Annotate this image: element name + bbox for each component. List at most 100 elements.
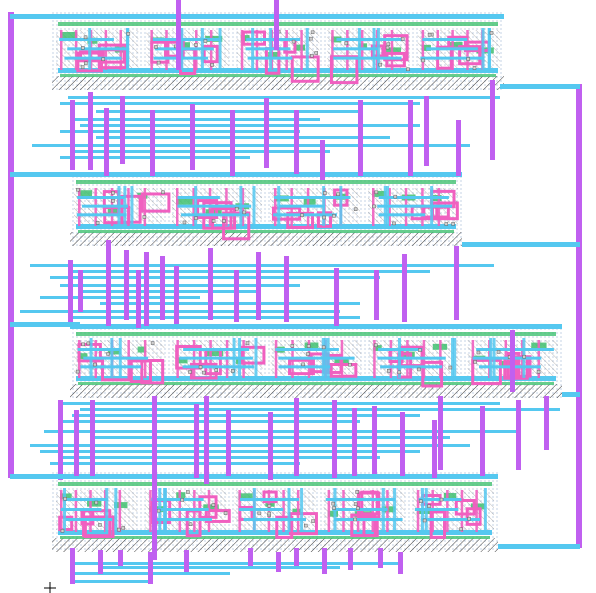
metal2-track	[274, 0, 279, 50]
contact	[467, 516, 471, 521]
metal2-routing	[58, 0, 549, 584]
diffusion-block	[443, 493, 457, 500]
metal1-stub	[424, 488, 428, 532]
metal1-track	[30, 444, 470, 447]
right-rail-tap	[498, 544, 580, 549]
contact	[332, 506, 336, 510]
contact	[353, 517, 357, 522]
poly-gate	[143, 188, 147, 226]
metal1-track	[60, 420, 360, 423]
metal2-track	[74, 410, 79, 476]
metal1-stub	[269, 28, 273, 70]
contact	[418, 348, 422, 352]
left-rail-tap	[10, 474, 70, 479]
metal1-stub	[125, 28, 129, 70]
poly-shape	[383, 34, 409, 62]
poly-gate	[240, 30, 244, 70]
poly-gate	[176, 340, 179, 378]
diffusion-block	[60, 32, 78, 39]
metal1-track	[40, 296, 200, 299]
contact	[223, 511, 228, 515]
metal2-track	[184, 550, 189, 572]
metal1-track	[96, 136, 390, 139]
substrate-hatch	[70, 232, 462, 246]
contact	[203, 39, 208, 43]
contact	[466, 57, 470, 61]
metal1-segment	[152, 518, 212, 521]
metal2-track	[150, 110, 155, 176]
metal2-track	[78, 270, 83, 312]
substrate-hatch	[70, 384, 562, 398]
metal1-track	[60, 402, 500, 405]
right-rail-tap	[500, 84, 580, 89]
contact	[182, 220, 187, 225]
diffusion-strip	[60, 74, 496, 77]
contact	[194, 216, 198, 220]
metal2-track	[402, 254, 407, 322]
metal1-track	[50, 276, 380, 279]
metal1-stub	[277, 186, 281, 226]
left-rail-tap	[10, 14, 70, 19]
poly-shape	[83, 515, 115, 539]
metal2-track	[374, 270, 379, 320]
metal2-track	[70, 548, 75, 584]
poly-gate	[127, 188, 130, 226]
metal1-segment	[76, 213, 127, 217]
standard-cell	[270, 338, 362, 378]
diffusion-block	[78, 353, 88, 360]
metal1-segment	[59, 38, 114, 41]
metal2-track	[268, 412, 273, 480]
metal1-track	[70, 580, 150, 583]
poly-shape	[454, 499, 476, 516]
metal1-track	[100, 302, 360, 305]
contact	[331, 501, 335, 506]
contact	[314, 51, 318, 55]
metal1-track	[50, 462, 300, 465]
power-rails	[8, 12, 582, 549]
metal1-segment	[275, 348, 339, 351]
metal1-stub	[483, 488, 487, 532]
metal1-track	[80, 408, 560, 411]
metal2-track	[352, 408, 357, 476]
metal2-track	[516, 400, 521, 470]
metal2-track	[454, 246, 459, 320]
contact	[321, 345, 326, 350]
metal1-segment	[67, 47, 129, 51]
contact	[84, 61, 88, 66]
metal1-track	[72, 414, 420, 417]
metal1-track	[32, 144, 470, 147]
metal1-stub	[481, 28, 485, 70]
poly-gate	[118, 490, 122, 532]
metal2-track	[456, 120, 461, 176]
contact	[439, 497, 444, 502]
metal2-track	[136, 270, 141, 328]
metal2-track	[294, 110, 299, 174]
metal2-track	[148, 552, 153, 584]
metal1-stub	[323, 338, 327, 378]
contact	[427, 32, 432, 37]
crosshair-marker	[44, 582, 56, 593]
metal1-stub	[105, 488, 109, 532]
contact	[210, 63, 214, 67]
metal1-stub	[114, 488, 118, 532]
poly-gate	[296, 490, 300, 532]
contact	[392, 221, 396, 226]
poly-gate	[150, 30, 153, 70]
metal1-segment	[177, 196, 220, 199]
metal2-track	[432, 420, 437, 478]
metal2-track	[190, 104, 195, 170]
contact	[83, 35, 88, 40]
metal2-track	[294, 398, 299, 476]
metal2-track	[400, 412, 405, 476]
poly-gate	[149, 490, 152, 532]
cell-rows	[52, 12, 562, 552]
metal2-track	[68, 260, 73, 322]
contact	[336, 192, 340, 196]
metal1-stub	[451, 338, 455, 378]
poly-gate	[60, 30, 63, 70]
metal2-track	[378, 548, 383, 568]
contact	[304, 523, 308, 528]
metal1-segment	[333, 47, 378, 51]
contact	[111, 191, 115, 195]
